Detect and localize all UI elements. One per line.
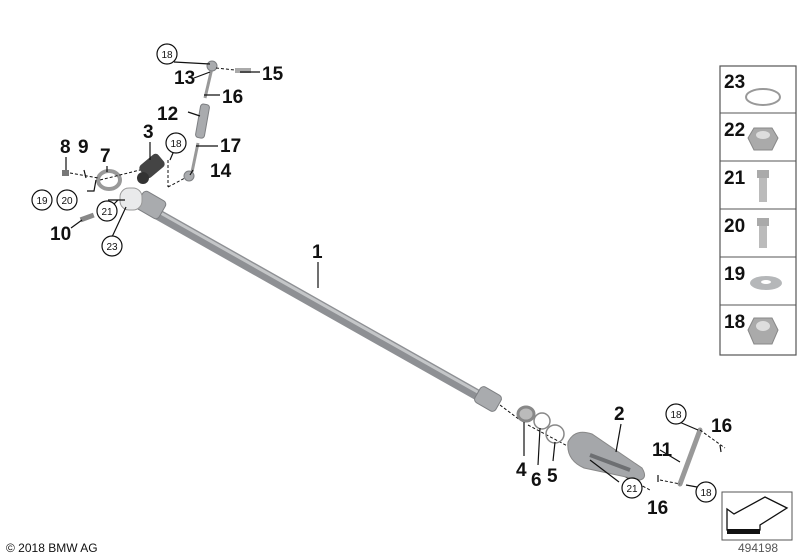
socket-screw-20-icon — [757, 218, 769, 248]
circled-callout-21-left: 21 — [96, 200, 118, 222]
circled-callout-18-right-top: 18 — [665, 403, 687, 425]
part-4-nut[interactable] — [516, 405, 536, 423]
part-2-grip[interactable] — [567, 431, 646, 481]
socket-screw-21-icon — [757, 170, 769, 202]
svg-text:19: 19 — [36, 196, 48, 207]
callout-2: 2 — [614, 404, 625, 425]
circled-callout-18-left: 18 — [165, 132, 187, 154]
part-7-clamp[interactable] — [96, 169, 122, 191]
svg-text:18: 18 — [700, 488, 712, 499]
svg-text:21: 21 — [101, 207, 113, 218]
svg-text:18: 18 — [161, 50, 173, 61]
shaft-part-1[interactable] — [135, 190, 503, 413]
callout-17: 17 — [220, 136, 241, 157]
copyright: © 2018 BMW AG — [6, 541, 98, 555]
hex-nut-icon — [747, 127, 779, 151]
panel-number-23: 23 — [724, 72, 745, 93]
part-11-lever[interactable] — [659, 427, 726, 487]
callout-13: 13 — [174, 68, 195, 89]
circled-callout-20: 20 — [56, 189, 78, 211]
callout-11: 11 — [652, 440, 673, 461]
part-8-screw[interactable] — [62, 170, 69, 176]
circled-callout-18-top: 18 — [156, 43, 178, 65]
part-6-ring[interactable] — [533, 412, 551, 430]
callout-9: 9 — [78, 137, 89, 158]
svg-text:21: 21 — [626, 484, 638, 495]
svg-text:23: 23 — [106, 242, 118, 253]
part-3-cap[interactable] — [137, 152, 166, 184]
callout-10: 10 — [50, 224, 71, 245]
circled-callout-21-right: 21 — [621, 477, 643, 499]
part-10-pin[interactable] — [79, 212, 95, 223]
panel-number-20: 20 — [724, 216, 745, 237]
callout-16-right: 16 — [711, 416, 732, 437]
callout-15: 15 — [262, 64, 284, 85]
callout-16-top: 16 — [222, 87, 243, 108]
callout-4: 4 — [516, 460, 527, 481]
callout-3: 3 — [143, 122, 154, 143]
callout-7: 7 — [100, 146, 111, 167]
circled-callout-19: 19 — [31, 189, 53, 211]
part-5-ring[interactable] — [545, 424, 565, 444]
callout-5: 5 — [547, 466, 558, 487]
part-12-sleeve[interactable] — [195, 103, 210, 139]
orientation-arrow-box — [721, 491, 793, 541]
svg-text:18: 18 — [670, 410, 682, 421]
callout-6: 6 — [531, 470, 542, 491]
callout-14: 14 — [210, 161, 232, 182]
lock-nut-icon — [747, 317, 779, 345]
panel-number-18: 18 — [724, 312, 745, 333]
panel-number-21: 21 — [724, 168, 746, 189]
circled-callout-23: 23 — [101, 235, 123, 257]
diagram-number: 494198 — [738, 541, 779, 555]
panel-number-22: 22 — [724, 120, 745, 141]
callout-8: 8 — [60, 137, 71, 158]
panel-number-19: 19 — [724, 264, 745, 285]
circlip-icon — [745, 88, 781, 106]
circled-callout-18-right-bottom: 18 — [695, 481, 717, 503]
callout-12: 12 — [157, 104, 178, 125]
svg-text:20: 20 — [61, 196, 73, 207]
svg-text:18: 18 — [170, 139, 182, 150]
small-parts-panel: 23 22 21 20 19 18 — [719, 65, 797, 356]
part-23-ring[interactable] — [119, 187, 143, 211]
part-15-bolt[interactable] — [235, 68, 251, 73]
callout-1: 1 — [312, 242, 323, 263]
callout-16-bottom: 16 — [647, 498, 668, 519]
washer-icon — [750, 276, 782, 290]
